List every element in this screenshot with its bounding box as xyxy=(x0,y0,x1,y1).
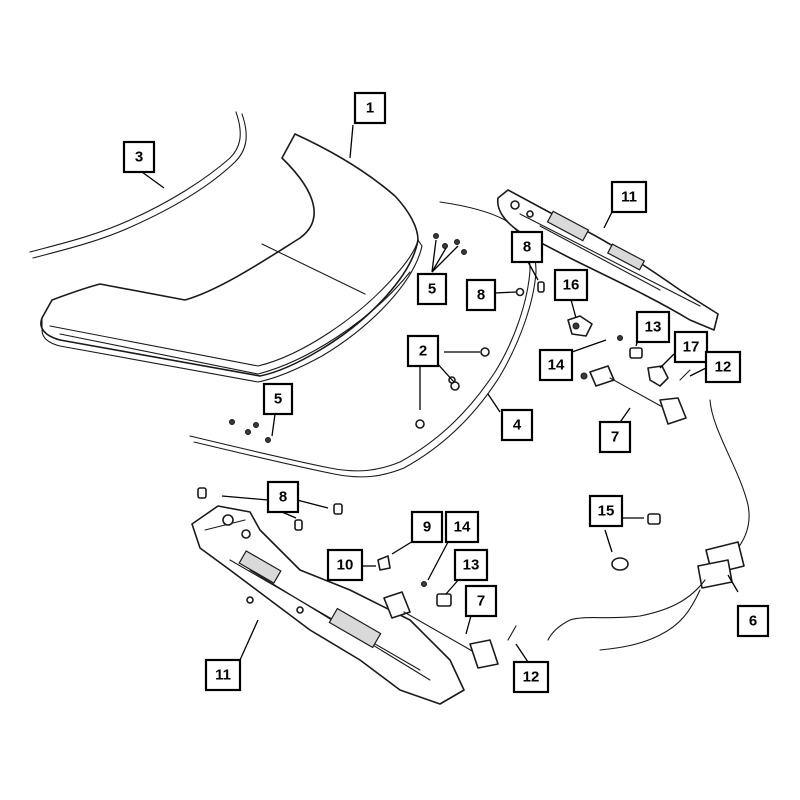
svg-text:15: 15 xyxy=(598,503,615,520)
svg-text:14: 14 xyxy=(548,357,565,374)
svg-text:7: 7 xyxy=(477,593,485,610)
svg-text:7: 7 xyxy=(611,429,619,446)
callout-7: 7 xyxy=(464,584,498,618)
callout-7: 7 xyxy=(598,420,632,454)
callout-8: 8 xyxy=(266,480,300,514)
callout-5: 5 xyxy=(416,272,448,306)
svg-text:10: 10 xyxy=(337,557,354,574)
callout-8: 8 xyxy=(510,230,544,264)
callout-10: 10 xyxy=(326,548,364,582)
callout-15: 15 xyxy=(588,494,624,528)
callout-11: 11 xyxy=(610,180,648,214)
svg-text:14: 14 xyxy=(454,519,471,536)
spring-lower-part-12 xyxy=(507,625,517,641)
hardtop-panel-part-1 xyxy=(40,133,423,383)
svg-text:11: 11 xyxy=(621,189,637,206)
callout-11: 11 xyxy=(204,658,242,692)
callout-13: 13 xyxy=(635,310,671,344)
callout-3: 3 xyxy=(122,140,156,174)
svg-text:16: 16 xyxy=(563,277,580,294)
svg-text:5: 5 xyxy=(274,391,282,408)
spring-upper-part-12 xyxy=(679,369,691,381)
callout-13: 13 xyxy=(453,548,489,582)
hinge-assembly-lower-part-11 xyxy=(191,505,465,705)
clip-lower-part-13 xyxy=(436,593,452,607)
callout-14: 14 xyxy=(444,510,480,544)
svg-text:12: 12 xyxy=(523,669,540,686)
svg-text:11: 11 xyxy=(215,667,231,684)
callout-12: 12 xyxy=(704,350,742,384)
svg-text:17: 17 xyxy=(683,339,700,356)
svg-text:3: 3 xyxy=(135,149,143,166)
fasteners-lower-part-5 xyxy=(229,419,271,443)
svg-text:13: 13 xyxy=(463,557,480,574)
svg-text:6: 6 xyxy=(749,613,757,630)
screw-upper-part-14 xyxy=(617,335,623,341)
svg-text:13: 13 xyxy=(645,319,662,336)
callout-5: 5 xyxy=(262,382,294,416)
svg-text:5: 5 xyxy=(428,281,436,298)
callout-12: 12 xyxy=(512,660,550,694)
svg-text:4: 4 xyxy=(513,417,522,434)
callout-8: 8 xyxy=(465,278,497,312)
bolt-part-10 xyxy=(377,555,391,571)
callout-1: 1 xyxy=(353,91,387,125)
callout-16: 16 xyxy=(553,268,589,302)
weatherstrip-part-3 xyxy=(29,111,247,259)
grommets-part-15 xyxy=(611,513,661,571)
svg-text:2: 2 xyxy=(419,343,427,360)
latch-part-17 xyxy=(647,365,669,387)
callout-4: 4 xyxy=(500,408,534,442)
svg-text:9: 9 xyxy=(423,519,431,536)
leader-lines xyxy=(141,124,739,663)
clip-upper-part-13 xyxy=(629,347,643,359)
screw-lower-part-14 xyxy=(421,581,427,587)
bolts-upper-part-8 xyxy=(515,281,545,297)
svg-text:8: 8 xyxy=(477,287,485,304)
callouts: 1 3 5 5 2 4 8 8 8 11 11 16 13 13 14 14 1… xyxy=(122,91,770,694)
cable-part-6 xyxy=(547,399,750,651)
svg-text:8: 8 xyxy=(523,239,531,256)
svg-text:12: 12 xyxy=(715,359,732,376)
svg-text:1: 1 xyxy=(366,100,374,117)
actuator-part-16 xyxy=(567,315,593,337)
fasteners-upper-part-5 xyxy=(433,233,467,255)
strut-upper-part-7 xyxy=(580,365,687,425)
svg-text:8: 8 xyxy=(279,489,287,506)
hinge-assembly-upper-part-11 xyxy=(496,189,719,331)
callout-17: 17 xyxy=(673,330,709,364)
callout-6: 6 xyxy=(736,604,770,638)
strut-lower-part-7 xyxy=(383,591,499,669)
callout-9: 9 xyxy=(410,510,444,544)
callout-14: 14 xyxy=(538,348,574,382)
bolts-lower-part-8 xyxy=(197,487,343,531)
callout-2: 2 xyxy=(406,334,440,368)
